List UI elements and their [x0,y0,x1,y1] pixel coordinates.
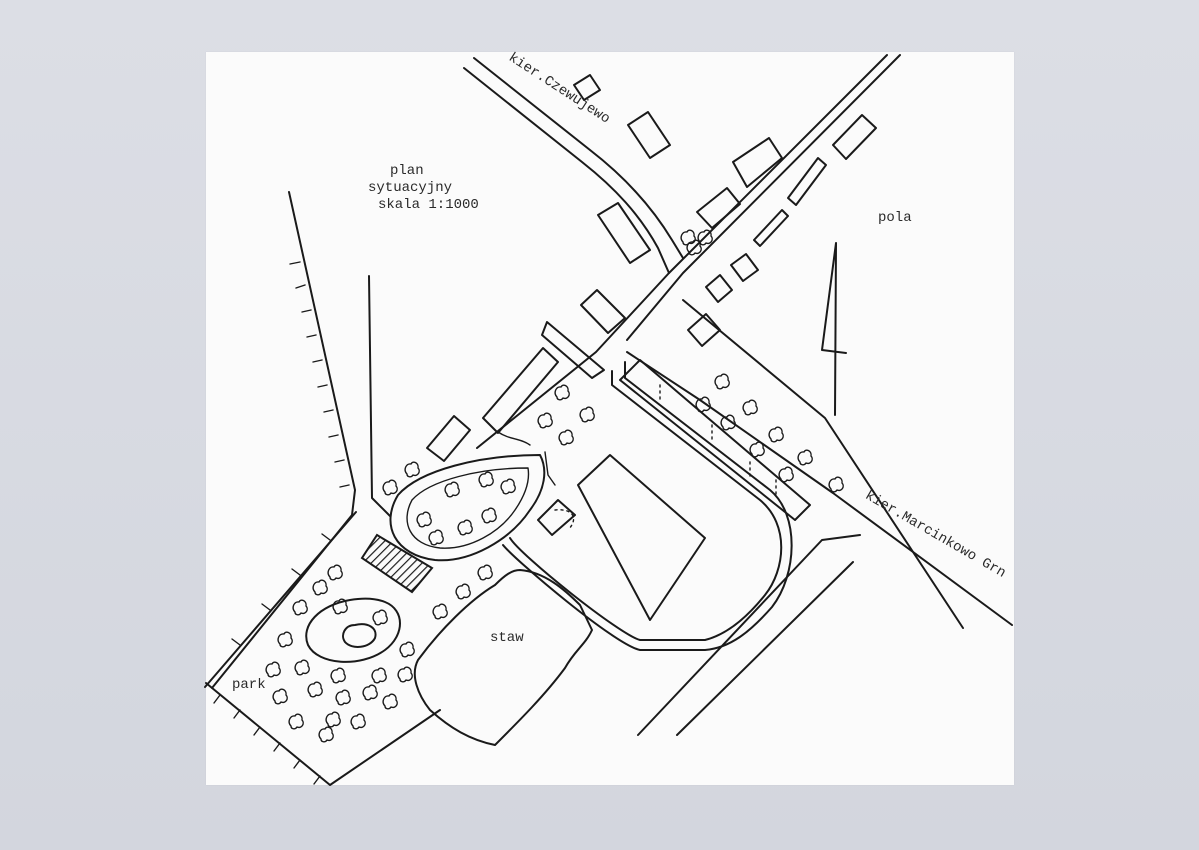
pond [413,569,593,746]
road-marcinkowo [626,299,1013,629]
label-staw: staw [490,630,524,646]
plan-subtitle: sytuacyjny [368,180,453,196]
oval-lawn [389,454,546,562]
label-park: park [232,677,266,693]
buildings [426,74,877,621]
label-pola: pola [878,210,912,226]
plan-scale: skala 1:1000 [378,197,479,213]
dotted-partitions [497,384,777,531]
park-features [204,511,401,688]
field-road [637,534,861,736]
trees [265,229,844,743]
main-road [476,54,901,449]
driveway [502,361,793,651]
plan-title: plan [390,163,424,179]
west-boundary [205,191,441,786]
north-arrow-icon [821,242,847,416]
map-sheet [206,52,1014,785]
road-czewujewo [463,57,684,274]
hatched-building-icon [360,533,434,594]
